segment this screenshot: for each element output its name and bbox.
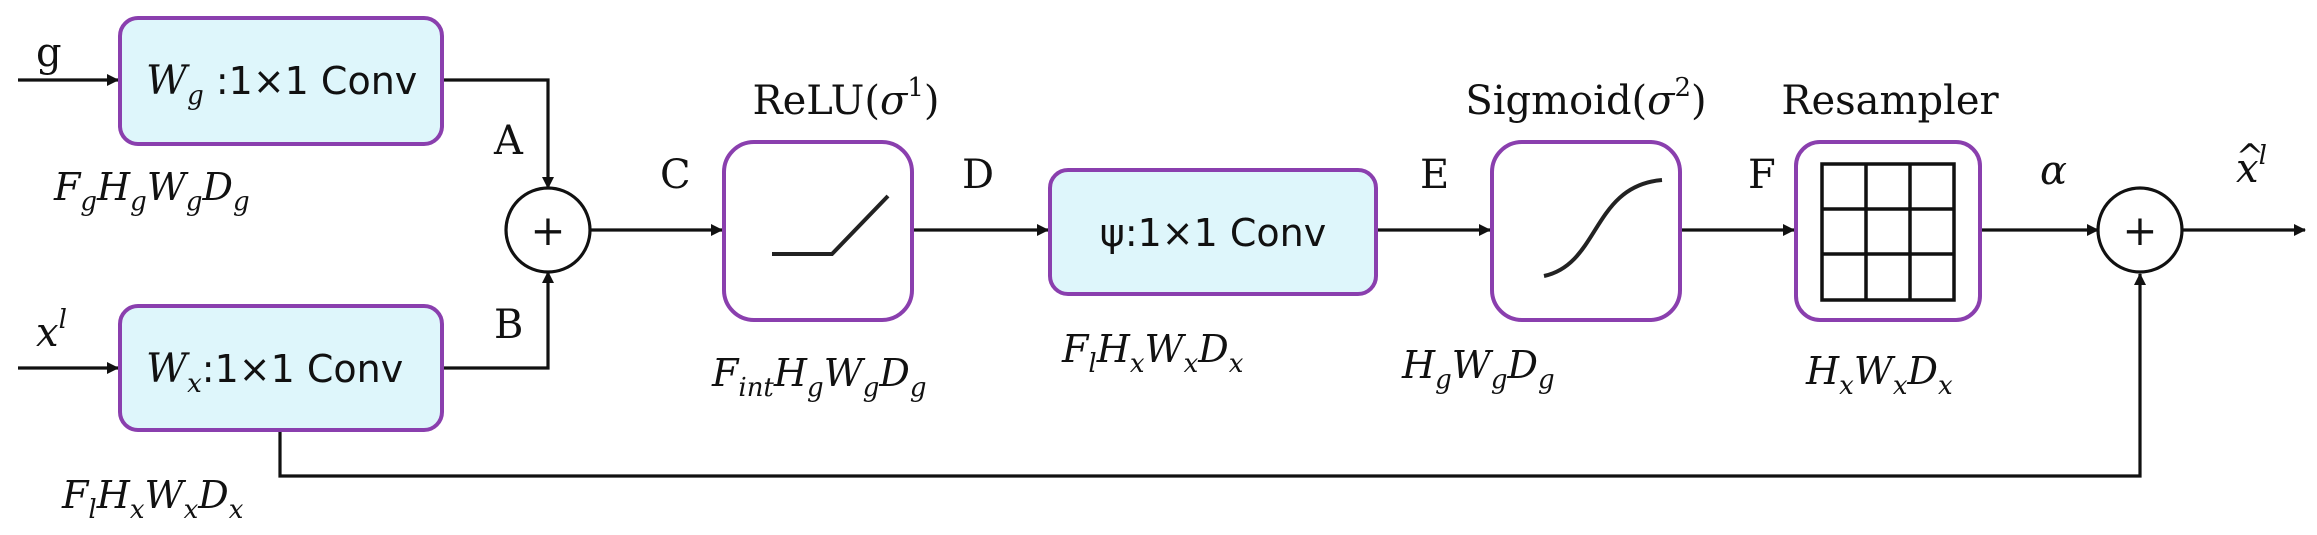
dim-subscript: x bbox=[1184, 349, 1199, 379]
dim-subscript: x bbox=[130, 495, 145, 525]
output-label: xl bbox=[2236, 141, 2267, 192]
relu-curve-icon bbox=[772, 194, 890, 256]
dim-subscript: g bbox=[910, 373, 927, 403]
dim-symbol: F bbox=[61, 473, 90, 517]
wire-A bbox=[442, 78, 554, 189]
dim-subscript: int bbox=[738, 373, 774, 403]
dim-subscript: g bbox=[186, 187, 203, 217]
add-operator-2-symbol: + bbox=[2122, 206, 2157, 255]
dim-symbol: F bbox=[1061, 327, 1090, 371]
dim-symbol: W bbox=[145, 473, 187, 517]
dims-psi: FlHxWxDx bbox=[1061, 327, 1244, 379]
edge-label-F: F bbox=[1748, 152, 1776, 198]
edge-label-E: E bbox=[1420, 152, 1449, 198]
dim-symbol: D bbox=[202, 165, 233, 209]
dim-subscript: g bbox=[1538, 365, 1555, 395]
dims-resampler: HxWxDx bbox=[1805, 349, 1953, 401]
dim-symbol: W bbox=[824, 351, 866, 395]
dim-subscript: x bbox=[184, 495, 199, 525]
dim-symbol: W bbox=[1145, 327, 1187, 371]
dim-symbol: W bbox=[1452, 343, 1494, 387]
dim-symbol: F bbox=[711, 351, 740, 395]
dim-symbol: H bbox=[96, 473, 131, 517]
wg-conv-label: Wg :1×1 Conv bbox=[146, 58, 417, 111]
dim-symbol: H bbox=[1096, 327, 1131, 371]
output-hat: ^ bbox=[2236, 137, 2265, 177]
wires bbox=[18, 74, 2306, 478]
dim-symbol: W bbox=[1854, 349, 1896, 393]
edge-label-D: D bbox=[962, 152, 994, 198]
resampler-title: Resampler bbox=[1781, 78, 1999, 124]
wire-B bbox=[442, 271, 554, 370]
dim-symbol: D bbox=[1507, 343, 1538, 387]
edge-label-C: C bbox=[660, 152, 691, 198]
input-x-label: xl bbox=[36, 305, 67, 356]
add-operator-1 bbox=[504, 186, 592, 274]
add-operator-1-symbol: + bbox=[530, 206, 565, 255]
resampler-block bbox=[1794, 140, 1982, 322]
dim-subscript: x bbox=[1938, 371, 1953, 401]
dim-subscript: x bbox=[1839, 371, 1854, 401]
dim-symbol: H bbox=[96, 165, 131, 209]
wx-conv-label: Wx:1×1 Conv bbox=[146, 346, 403, 399]
dims-relu: FintHgWgDg bbox=[711, 351, 927, 403]
dim-subscript: g bbox=[233, 187, 250, 217]
dims-wg: FgHgWgDg bbox=[53, 165, 250, 217]
wg-conv-block bbox=[118, 16, 444, 146]
psi-conv-block bbox=[1048, 168, 1378, 296]
dim-subscript: g bbox=[1491, 365, 1508, 395]
dim-subscript: x bbox=[229, 495, 244, 525]
dim-symbol: W bbox=[147, 165, 189, 209]
psi-conv-label: ψ:1×1 Conv bbox=[1100, 211, 1327, 255]
relu-block bbox=[722, 140, 914, 322]
edge-label-A: A bbox=[493, 118, 524, 164]
input-g-label: g bbox=[36, 30, 62, 76]
dim-symbol: D bbox=[1197, 327, 1228, 371]
dim-subscript: g bbox=[863, 373, 880, 403]
dim-symbol: D bbox=[1907, 349, 1938, 393]
dim-subscript: x bbox=[1130, 349, 1145, 379]
dims-sigmoid: HgWgDg bbox=[1401, 343, 1555, 395]
dim-symbol: H bbox=[1401, 343, 1436, 387]
edge-label-alpha: α bbox=[2040, 148, 2067, 194]
dim-subscript: x bbox=[1229, 349, 1244, 379]
dim-symbol: F bbox=[53, 165, 82, 209]
dim-subscript: g bbox=[80, 187, 97, 217]
wx-conv-block bbox=[118, 304, 444, 432]
dim-subscript: l bbox=[1088, 349, 1096, 379]
dim-symbol: H bbox=[1805, 349, 1840, 393]
dim-symbol: H bbox=[773, 351, 808, 395]
dim-subscript: g bbox=[130, 187, 147, 217]
dim-subscript: l bbox=[88, 495, 96, 525]
dim-subscript: g bbox=[1435, 365, 1452, 395]
sigmoid-curve-icon bbox=[1543, 178, 1663, 278]
dim-subscript: g bbox=[807, 373, 824, 403]
add-operator-2 bbox=[2096, 186, 2184, 274]
dim-symbol: D bbox=[878, 351, 909, 395]
resampler-grid-icon bbox=[1820, 162, 1956, 302]
dim-subscript: x bbox=[1893, 371, 1908, 401]
sigmoid-title: Sigmoid(σ2) bbox=[1465, 73, 1706, 124]
dim-symbol: D bbox=[197, 473, 228, 517]
sigmoid-block bbox=[1490, 140, 1682, 322]
skip-connection bbox=[278, 273, 2146, 478]
relu-title: ReLU(σ1) bbox=[753, 73, 940, 124]
dims-wx: FlHxWxDx bbox=[61, 473, 244, 525]
edge-label-B: B bbox=[494, 302, 523, 348]
